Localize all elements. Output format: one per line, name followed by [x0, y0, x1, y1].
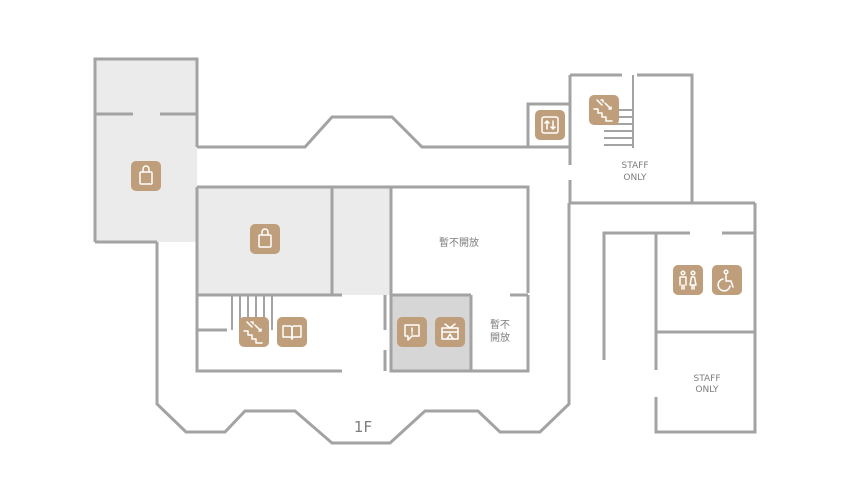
book-icon[interactable] — [277, 317, 307, 347]
shopping-bag-icon[interactable] — [250, 224, 280, 254]
floor-label: 1F — [354, 418, 372, 436]
staff-only-bottom-line2: ONLY — [695, 385, 719, 395]
staff-only-top-line1: STAFF — [621, 161, 648, 171]
staff-only-bottom-line1: STAFF — [693, 374, 720, 384]
stairs-icon[interactable] — [239, 317, 269, 347]
wall-group-right — [602, 203, 757, 434]
stairs-icon[interactable] — [589, 95, 619, 125]
closed-area-small-label-line1: 暫不 — [490, 318, 510, 331]
shop-area-left — [95, 59, 197, 242]
elevator-icon[interactable] — [535, 110, 565, 140]
wall-group-top-corridor — [197, 115, 530, 295]
wall-group-middle — [195, 293, 530, 373]
shopping-bag-icon[interactable] — [131, 161, 161, 191]
accessible-icon[interactable] — [712, 265, 742, 295]
shop-area-center — [197, 187, 390, 295]
wall-group-outer-bottom — [155, 203, 571, 445]
information-icon[interactable] — [397, 317, 427, 347]
gift-icon[interactable] — [435, 317, 465, 347]
restroom-icon[interactable] — [673, 265, 703, 295]
staff-only-top-line2: ONLY — [623, 173, 647, 183]
wall-group-top-right — [526, 73, 755, 205]
closed-area-label: 暫不開放 — [439, 236, 479, 249]
closed-area-small-label-line2: 開放 — [490, 331, 510, 344]
wall-group-left-shop — [93, 57, 199, 295]
